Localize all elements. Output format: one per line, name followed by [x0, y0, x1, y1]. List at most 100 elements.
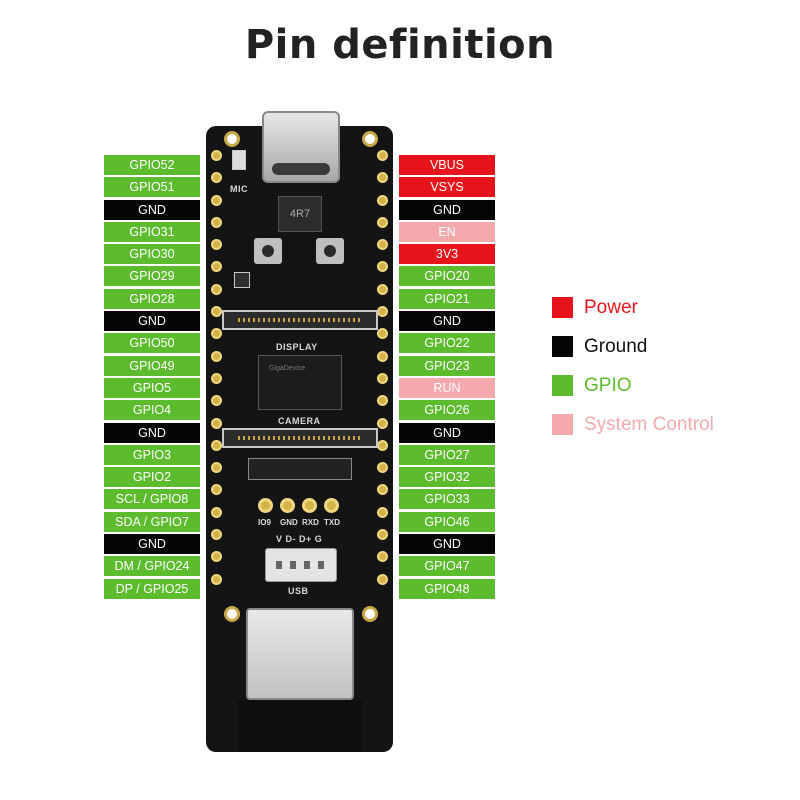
pin-pad: [211, 283, 222, 295]
pin-pad: [211, 350, 222, 362]
pin-pad: [211, 417, 222, 429]
pin-pad: [377, 439, 388, 451]
pin-label: 3V3: [399, 244, 495, 265]
pin-label: SDA / GPIO7: [104, 511, 200, 532]
pin-label: GND: [399, 534, 495, 555]
pin-label: VSYS: [399, 177, 495, 198]
mounting-hole: [224, 606, 240, 622]
usb-header: [265, 548, 337, 582]
pin-label: GND: [104, 199, 200, 220]
pin-label: GND: [104, 534, 200, 555]
wifi-module: [246, 608, 354, 700]
microphone: [232, 150, 246, 170]
mounting-hole: [224, 131, 240, 147]
pin-pad: [377, 417, 388, 429]
camera-connector: [222, 428, 378, 448]
usb-c-connector: [262, 111, 340, 183]
connector-latch: [248, 458, 352, 480]
pin-label: GPIO48: [399, 578, 495, 599]
inductor: 4R7: [278, 196, 322, 232]
antenna-area: [238, 700, 362, 752]
pin-pad: [211, 194, 222, 206]
pin-pad: [377, 506, 388, 518]
legend-swatch: [552, 297, 573, 318]
mic-label: MIC: [230, 184, 248, 194]
pin-pad: [211, 551, 222, 563]
legend-swatch: [552, 336, 573, 357]
pin-pad: [377, 172, 388, 184]
pin-label: GPIO50: [104, 333, 200, 354]
uart-label-rxd: RXD: [302, 518, 319, 527]
pin-label: GND: [399, 311, 495, 332]
pin-pad: [377, 328, 388, 340]
pin-label: GPIO51: [104, 177, 200, 198]
pin-pad: [377, 261, 388, 273]
pin-label: GND: [104, 422, 200, 443]
pin-label: GPIO29: [104, 266, 200, 287]
uart-pad-io9: [258, 498, 273, 513]
mounting-hole: [362, 606, 378, 622]
pin-label: GPIO46: [399, 511, 495, 532]
pin-pad: [211, 328, 222, 340]
pin-label: SCL / GPIO8: [104, 489, 200, 510]
uart-pad-gnd: [280, 498, 295, 513]
pin-label: DM / GPIO24: [104, 556, 200, 577]
pin-label: GPIO47: [399, 556, 495, 577]
pin-label: GPIO32: [399, 467, 495, 488]
pin-label: GPIO26: [399, 400, 495, 421]
usb-label: USB: [288, 586, 309, 596]
pin-pad: [377, 194, 388, 206]
pin-pad: [211, 439, 222, 451]
legend-item-gpio: GPIO: [552, 366, 714, 405]
legend-label: Power: [584, 296, 638, 318]
pin-pad: [377, 484, 388, 496]
pin-pad: [377, 395, 388, 407]
uart-pad-rxd: [302, 498, 317, 513]
pin-pad: [211, 150, 222, 161]
legend-item-ground: Ground: [552, 327, 714, 366]
pin-label: GPIO3: [104, 444, 200, 465]
mounting-hole: [362, 131, 378, 147]
pin-label: GPIO28: [104, 288, 200, 309]
pin-label: GPIO52: [104, 155, 200, 175]
uart-label-gnd: GND: [280, 518, 298, 527]
pin-pad: [377, 216, 388, 228]
pin-label: GPIO33: [399, 489, 495, 510]
pin-pad: [377, 372, 388, 384]
pin-label: GPIO5: [104, 377, 200, 398]
pin-label: GPIO23: [399, 355, 495, 376]
pin-pad: [211, 216, 222, 228]
pin-pad: [211, 306, 222, 318]
pin-label: GPIO49: [104, 355, 200, 376]
pin-label: GND: [399, 199, 495, 220]
uart-pad-txd: [324, 498, 339, 513]
usb-pins-label: V D- D+ G: [276, 534, 323, 544]
pin-label: GPIO20: [399, 266, 495, 287]
pin-pad: [377, 462, 388, 474]
uart-label-io9: IO9: [258, 518, 271, 527]
pin-pad: [211, 261, 222, 273]
pin-pad: [377, 551, 388, 563]
legend-label: System Control: [584, 413, 714, 435]
pin-label: GPIO31: [104, 221, 200, 242]
pin-label: GPIO30: [104, 244, 200, 265]
pin-pad: [377, 529, 388, 541]
page-title: Pin definition: [244, 22, 556, 68]
pin-pad: [211, 462, 222, 474]
pin-pad: [211, 395, 222, 407]
pin-pad: [377, 150, 388, 161]
pin-pad: [211, 573, 222, 585]
pin-pad: [211, 484, 222, 496]
legend-swatch: [552, 414, 573, 435]
pin-pad: [377, 573, 388, 585]
pin-label: GPIO4: [104, 400, 200, 421]
right-pin-pads: [377, 150, 389, 596]
boot-button: [254, 238, 282, 264]
pin-pad: [377, 239, 388, 251]
legend-item-power: Power: [552, 288, 714, 327]
pin-label: GPIO2: [104, 467, 200, 488]
legend-item-sys: System Control: [552, 405, 714, 444]
left-pin-pads: [211, 150, 223, 596]
